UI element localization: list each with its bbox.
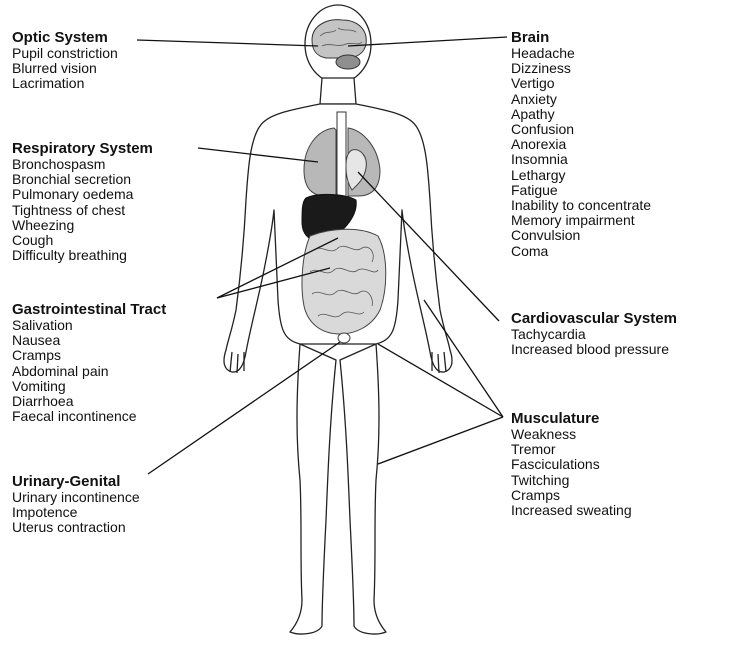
musculature-list: Weakness Tremor Fasciculations Twitching… [511, 427, 632, 518]
cardiovascular-item: Increased blood pressure [511, 342, 677, 357]
respiratory-system-heading: Respiratory System [12, 141, 153, 157]
cerebellum [336, 55, 360, 69]
urogenital-item: Impotence [12, 505, 140, 520]
musculature-group: Musculature Weakness Tremor Fasciculatio… [511, 411, 632, 518]
brain-organ [312, 20, 366, 58]
brain-item: Insomnia [511, 152, 651, 167]
brain-item: Inability to concentrate [511, 198, 651, 213]
brain-item: Anxiety [511, 92, 651, 107]
gastrointestinal-item: Faecal incontinence [12, 409, 166, 424]
brain-item: Vertigo [511, 76, 651, 91]
brain-item: Lethargy [511, 168, 651, 183]
optic-item: Lacrimation [12, 76, 118, 91]
brain-item: Headache [511, 46, 651, 61]
musculature-item: Twitching [511, 473, 632, 488]
optic-system-group: Optic System Pupil constriction Blurred … [12, 30, 118, 92]
brain-item: Confusion [511, 122, 651, 137]
cardiovascular-system-list: Tachycardia Increased blood pressure [511, 327, 677, 357]
cardiovascular-system-heading: Cardiovascular System [511, 311, 677, 327]
gastrointestinal-item: Abdominal pain [12, 364, 166, 379]
musculature-item: Cramps [511, 488, 632, 503]
brain-heading: Brain [511, 30, 651, 46]
respiratory-item: Cough [12, 233, 153, 248]
respiratory-item: Bronchospasm [12, 157, 153, 172]
brain-item: Dizziness [511, 61, 651, 76]
optic-item: Blurred vision [12, 61, 118, 76]
brain-item: Fatigue [511, 183, 651, 198]
gastrointestinal-tract-list: Salivation Nausea Cramps Abdominal pain … [12, 318, 166, 424]
trachea [337, 112, 346, 202]
brain-item: Convulsion [511, 228, 651, 243]
musculature-item: Weakness [511, 427, 632, 442]
optic-system-heading: Optic System [12, 30, 118, 46]
brain-item: Coma [511, 244, 651, 259]
respiratory-item: Tightness of chest [12, 203, 153, 218]
musculature-item: Tremor [511, 442, 632, 457]
musculature-item: Fasciculations [511, 457, 632, 472]
optic-system-list: Pupil constriction Blurred vision Lacrim… [12, 46, 118, 92]
gastrointestinal-tract-heading: Gastrointestinal Tract [12, 302, 166, 318]
urinary-genital-list: Urinary incontinence Impotence Uterus co… [12, 490, 140, 536]
brain-item: Anorexia [511, 137, 651, 152]
respiratory-item: Bronchial secretion [12, 172, 153, 187]
brain-item: Memory impairment [511, 213, 651, 228]
gastrointestinal-item: Salivation [12, 318, 166, 333]
left-leg [290, 344, 336, 634]
musculature-heading: Musculature [511, 411, 632, 427]
optic-item: Pupil constriction [12, 46, 118, 61]
urogenital-item: Urinary incontinence [12, 490, 140, 505]
gastrointestinal-tract-group: Gastrointestinal Tract Salivation Nausea… [12, 302, 166, 424]
gastrointestinal-item: Nausea [12, 333, 166, 348]
leader-optic [137, 40, 318, 46]
respiratory-item: Pulmonary oedema [12, 187, 153, 202]
respiratory-item: Difficulty breathing [12, 248, 153, 263]
gastrointestinal-item: Diarrhoea [12, 394, 166, 409]
urogenital-item: Uterus contraction [12, 520, 140, 535]
leader-brain [348, 37, 507, 46]
respiratory-item: Wheezing [12, 218, 153, 233]
cardiovascular-item: Tachycardia [511, 327, 677, 342]
brain-group: Brain Headache Dizziness Vertigo Anxiety… [511, 30, 651, 259]
urinary-genital-heading: Urinary-Genital [12, 474, 140, 490]
musculature-item: Increased sweating [511, 503, 632, 518]
cardiovascular-system-group: Cardiovascular System Tachycardia Increa… [511, 311, 677, 357]
right-leg [340, 344, 386, 634]
neck [320, 78, 356, 104]
leader-muscle-3 [378, 417, 503, 464]
bladder [338, 333, 350, 343]
brain-item: Apathy [511, 107, 651, 122]
respiratory-system-list: Bronchospasm Bronchial secretion Pulmona… [12, 157, 153, 263]
respiratory-system-group: Respiratory System Bronchospasm Bronchia… [12, 141, 153, 263]
gastrointestinal-item: Vomiting [12, 379, 166, 394]
intestines [302, 229, 386, 334]
gastrointestinal-item: Cramps [12, 348, 166, 363]
brain-list: Headache Dizziness Vertigo Anxiety Apath… [511, 46, 651, 259]
urinary-genital-group: Urinary-Genital Urinary incontinence Imp… [12, 474, 140, 536]
